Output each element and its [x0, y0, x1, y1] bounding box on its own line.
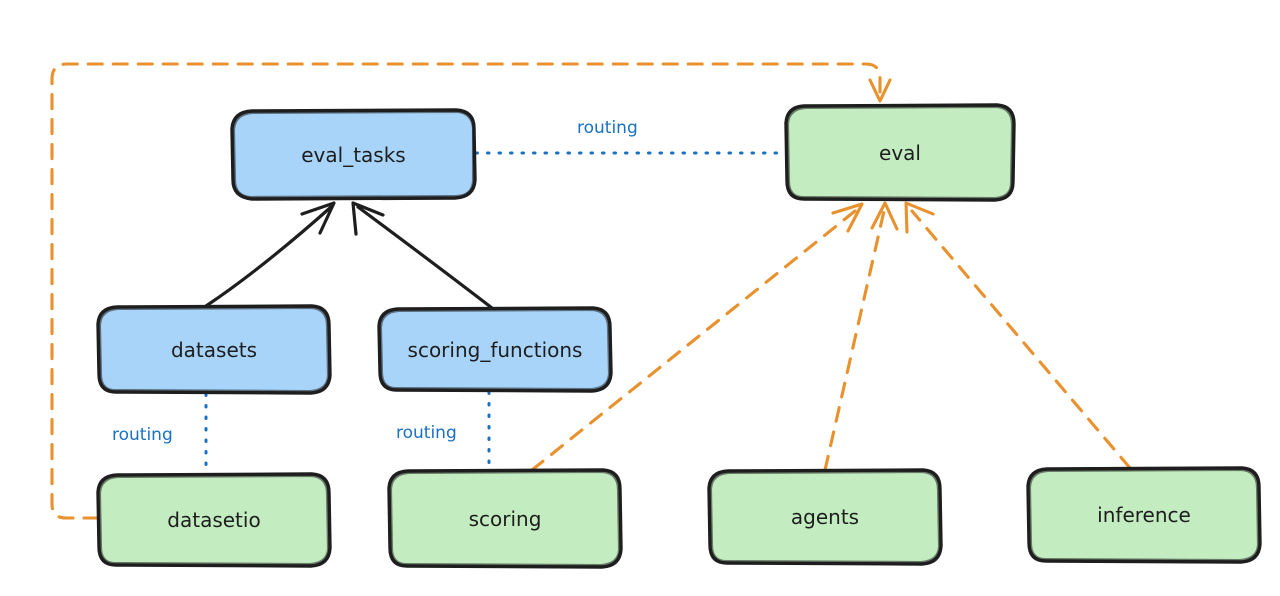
node-scoring[interactable]	[387, 468, 623, 569]
edge-scoring-eval	[530, 202, 864, 472]
node-scoring-functions[interactable]	[377, 306, 613, 393]
edge-label-routing-scoring-functions: routing	[396, 423, 457, 443]
edge-label-routing-eval-tasks: routing	[577, 118, 638, 138]
node-agents[interactable]	[707, 468, 943, 566]
edge-datasets-eval-tasks	[204, 201, 336, 308]
node-eval-tasks[interactable]	[230, 108, 477, 201]
edge-agents-eval	[823, 201, 899, 472]
node-datasets[interactable]	[96, 304, 332, 395]
edge-inference-eval	[904, 201, 1132, 470]
edge-scoring-functions-eval-tasks	[351, 201, 494, 310]
node-datasetio[interactable]	[96, 472, 332, 568]
edge-label-routing-datasets: routing	[112, 425, 173, 445]
node-inference[interactable]	[1026, 466, 1262, 564]
edge-datasetio-eval	[50, 62, 892, 520]
node-eval[interactable]	[784, 103, 1016, 202]
